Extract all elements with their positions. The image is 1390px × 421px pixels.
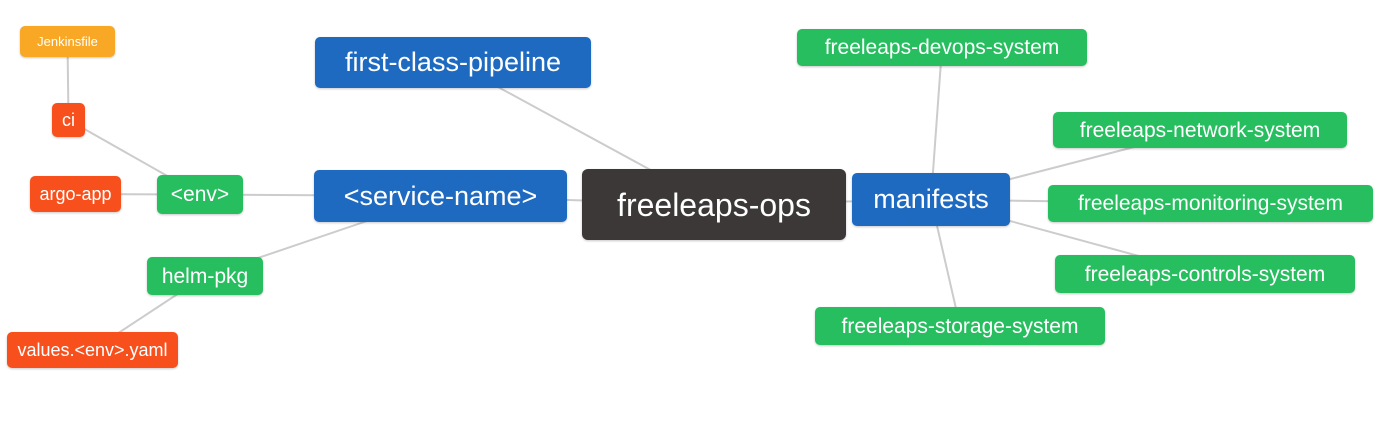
node-freeleaps-network-system[interactable]: freeleaps-network-system (1053, 112, 1347, 148)
node-freeleaps-storage-system[interactable]: freeleaps-storage-system (815, 307, 1105, 345)
node-freeleaps-devops-system[interactable]: freeleaps-devops-system (797, 29, 1087, 66)
node-freeleaps-monitoring-system[interactable]: freeleaps-monitoring-system (1048, 185, 1373, 222)
node-freeleaps-controls-system[interactable]: freeleaps-controls-system (1055, 255, 1355, 293)
node-service-name[interactable]: <service-name> (314, 170, 567, 222)
node-env[interactable]: <env> (157, 175, 243, 214)
node-helm-pkg[interactable]: helm-pkg (147, 257, 263, 295)
node-first-class-pipeline[interactable]: first-class-pipeline (315, 37, 591, 88)
node-jenkinsfile[interactable]: Jenkinsfile (20, 26, 115, 57)
node-freeleaps-ops[interactable]: freeleaps-ops (582, 169, 846, 240)
node-manifests[interactable]: manifests (852, 173, 1010, 226)
node-values-env-yaml[interactable]: values.<env>.yaml (7, 332, 178, 368)
node-argo-app[interactable]: argo-app (30, 176, 121, 212)
node-ci[interactable]: ci (52, 103, 85, 137)
